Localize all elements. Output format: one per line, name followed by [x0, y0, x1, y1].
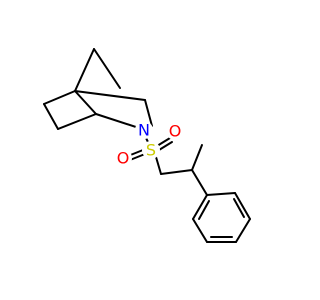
- phenyl-double-3: [198, 200, 210, 220]
- sulfur-atom-label: S: [146, 141, 156, 160]
- side-chain-bonds: [155, 144, 208, 196]
- phenyl-bond-1: [206, 192, 236, 196]
- bond-ch-methyl: [191, 144, 203, 171]
- phenyl-double-1: [233, 198, 245, 218]
- bond-bridge-c7-c4: [93, 48, 121, 89]
- nitrogen-atom-label: N: [138, 121, 150, 140]
- oxygen-left-atom-label: O: [117, 149, 130, 168]
- bond-c4-n: [95, 113, 140, 129]
- bond-s-o-right: [156, 137, 171, 147]
- oxygen-right-label-bg: [166, 122, 184, 140]
- phenyl-ring: [192, 192, 251, 243]
- phenyl-bond-6: [192, 194, 208, 220]
- phenyl-bond-2: [234, 192, 251, 220]
- bond-c1-c3: [74, 90, 146, 101]
- oxygen-left-label-bg: [114, 149, 132, 167]
- bond-ch2-ch: [160, 169, 193, 175]
- bond-s-o-right-double: [158, 141, 173, 151]
- phenyl-bond-5: [192, 218, 208, 243]
- bond-c6-c5: [43, 103, 59, 130]
- bond-c3-n: [144, 99, 153, 127]
- bond-c1-c4-fused: [74, 90, 97, 115]
- oxygen-right-atom-label: O: [169, 122, 182, 141]
- bond-c5-c4: [57, 113, 97, 130]
- bicyclic-ring-bonds: [43, 48, 153, 130]
- bond-s-o-left-double: [129, 153, 146, 161]
- molecule-structure: N S O O: [43, 48, 251, 243]
- bond-ch-phenyl: [191, 169, 208, 196]
- nitrogen-label-bg: [135, 121, 153, 139]
- bond-bridge-c7-c1: [74, 48, 95, 92]
- bond-c1-c6: [43, 90, 76, 105]
- bond-s-ch2: [155, 156, 162, 175]
- sulfur-label-bg: [142, 141, 160, 159]
- atom-labels: N S O O: [114, 121, 184, 168]
- phenyl-bond-3: [235, 218, 251, 243]
